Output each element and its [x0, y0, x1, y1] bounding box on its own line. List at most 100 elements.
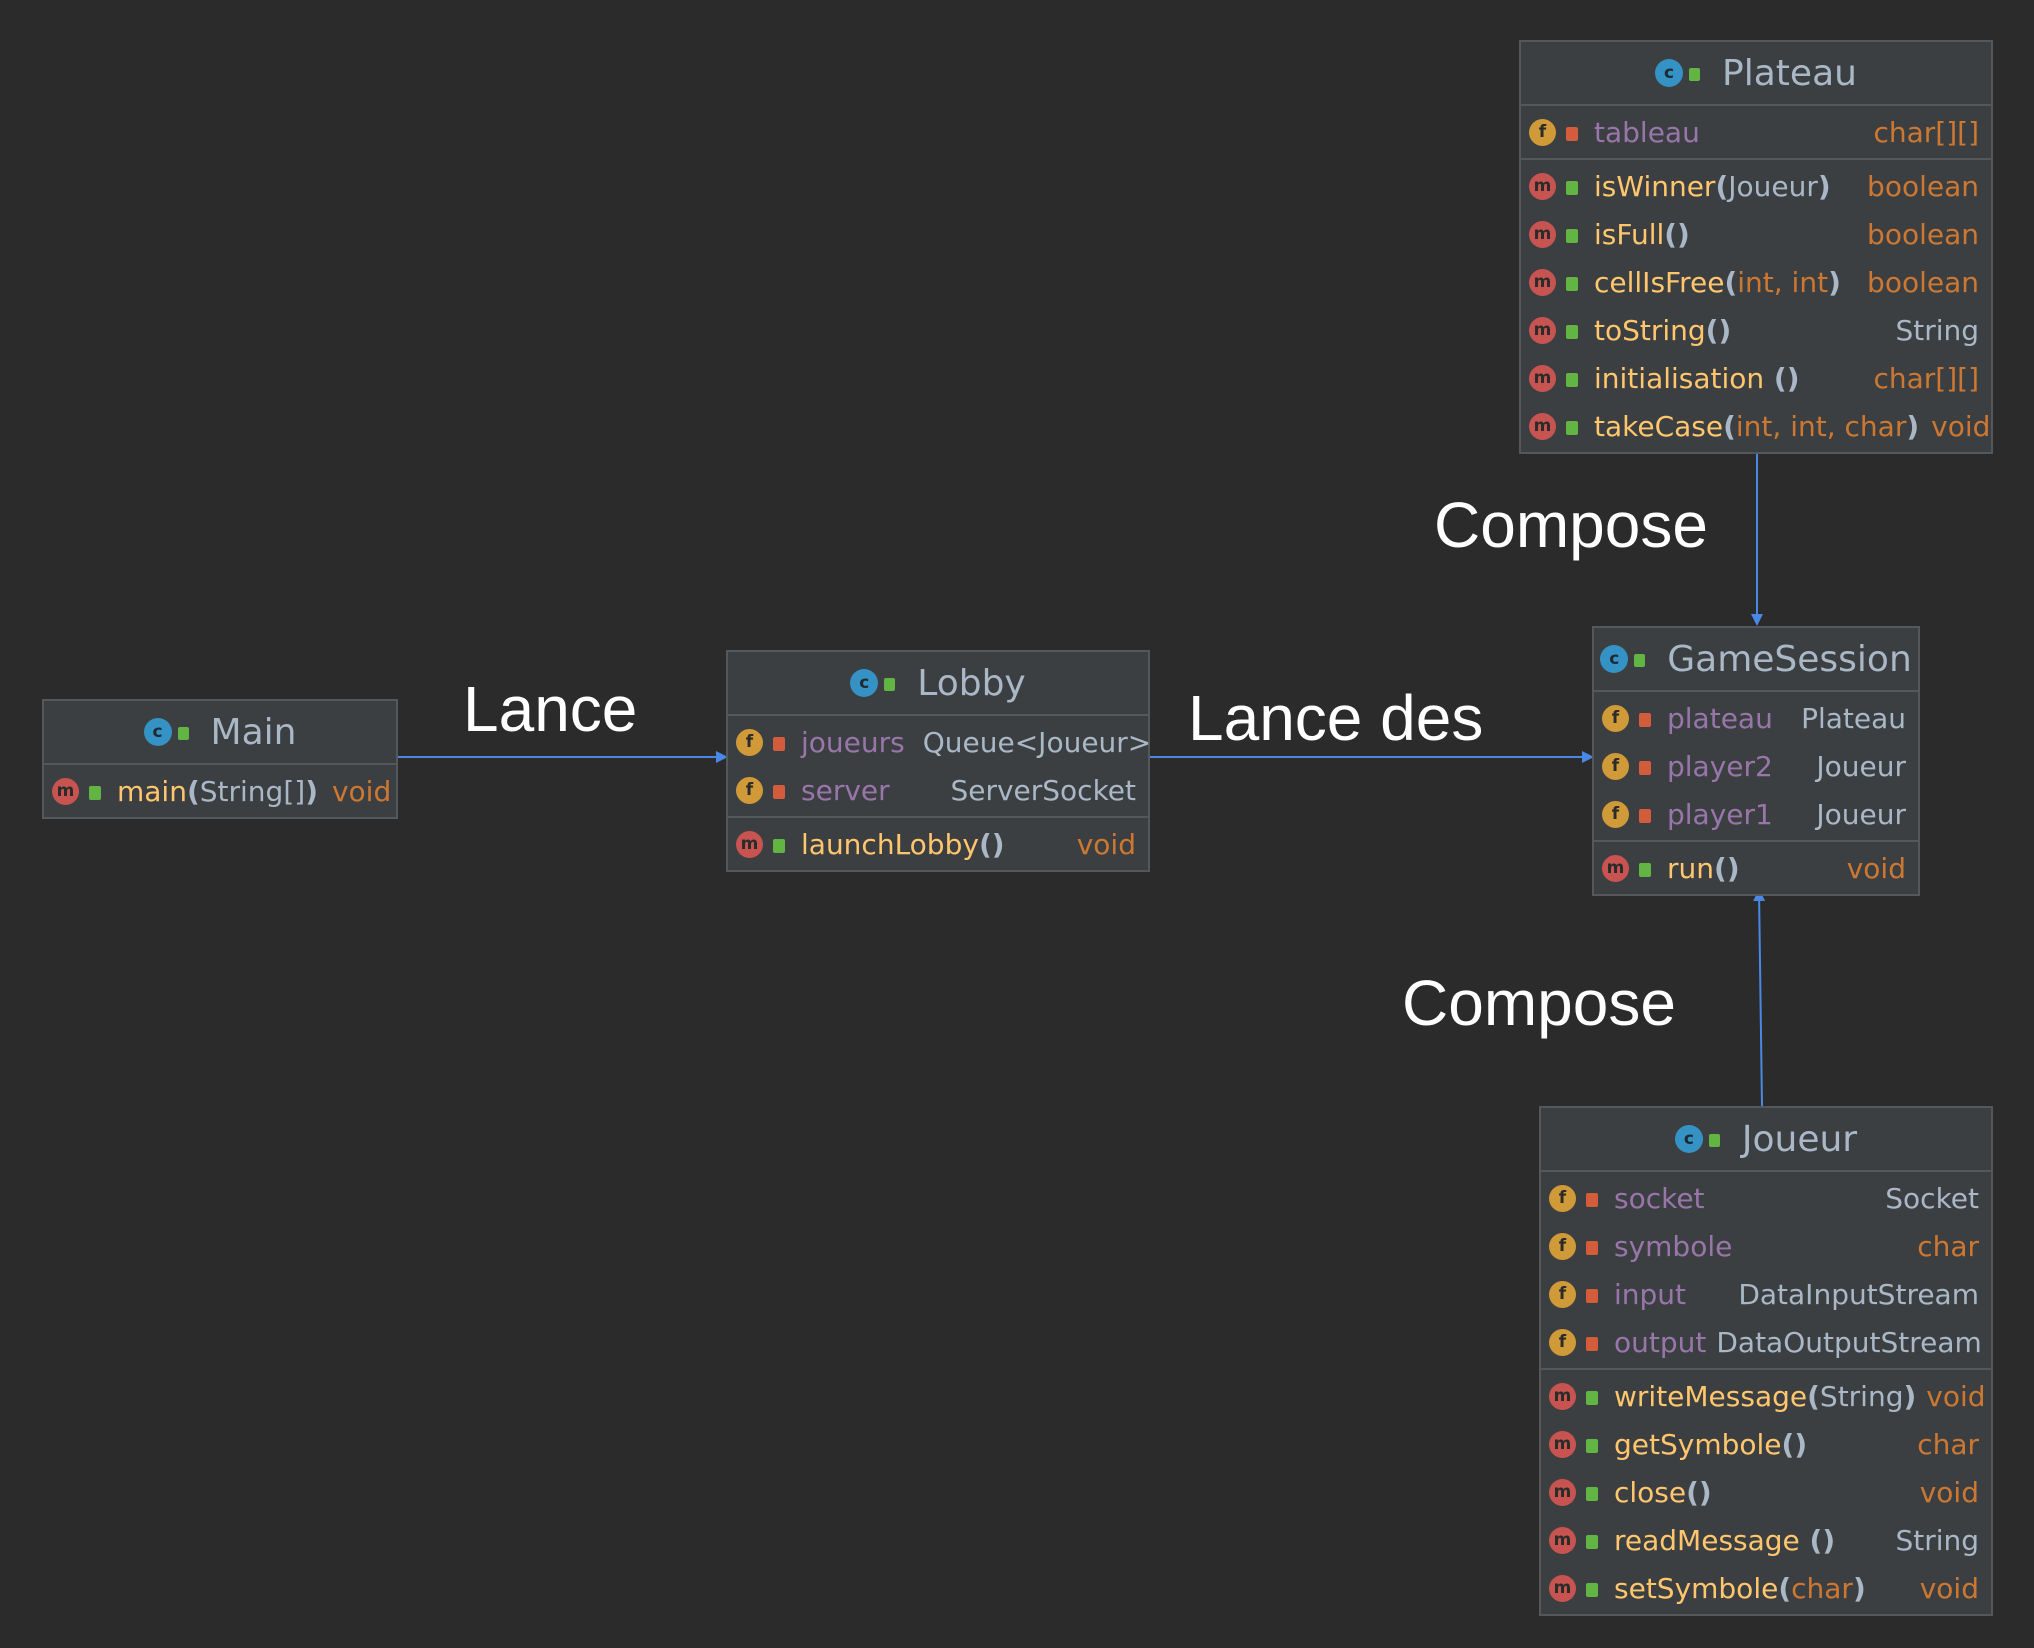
class-box-gamesession[interactable]: c GameSession f plateau Plateau f player…	[1592, 626, 1920, 896]
method-row[interactable]: m launchLobby() void	[728, 820, 1148, 868]
field-row[interactable]: f tableau char[][]	[1521, 108, 1991, 156]
field-icon: f	[1549, 1328, 1576, 1356]
method-row[interactable]: m isWinner(Joueur) boolean	[1521, 162, 1991, 210]
method-params: char	[1791, 1571, 1853, 1605]
class-box-plateau[interactable]: c Plateau f tableau char[][] m isWinner(…	[1519, 40, 1993, 454]
methods-section: m writeMessage(String) void m getSymbole…	[1541, 1370, 1991, 1614]
private-visibility-icon	[1586, 1337, 1598, 1351]
field-row[interactable]: f player2 Joueur	[1594, 742, 1918, 790]
field-type: Queue<Joueur>	[922, 725, 1152, 759]
method-row[interactable]: m toString() String	[1521, 306, 1991, 354]
return-type: boolean	[1867, 265, 1979, 299]
public-visibility-icon	[1586, 1391, 1598, 1405]
method-row[interactable]: m readMessage () String	[1541, 1516, 1991, 1564]
fields-section: f socket Socket f symbole char f input D…	[1541, 1172, 1991, 1370]
return-type: boolean	[1867, 169, 1979, 203]
public-visibility-icon	[1566, 181, 1578, 195]
field-type: ServerSocket	[950, 773, 1136, 807]
method-icon: m	[1549, 1574, 1576, 1602]
private-visibility-icon	[1586, 1289, 1598, 1303]
field-row[interactable]: f player1 Joueur	[1594, 790, 1918, 838]
field-row[interactable]: f server ServerSocket	[728, 766, 1148, 814]
public-visibility-icon	[1586, 1535, 1598, 1549]
method-row[interactable]: m setSymbole(char) void	[1541, 1564, 1991, 1612]
method-params: String	[1819, 1379, 1904, 1413]
method-name: getSymbole	[1614, 1427, 1782, 1461]
method-row[interactable]: m getSymbole() char	[1541, 1420, 1991, 1468]
method-icon: m	[1549, 1382, 1576, 1410]
field-row[interactable]: f output DataOutputStream	[1541, 1318, 1991, 1366]
field-row[interactable]: f input DataInputStream	[1541, 1270, 1991, 1318]
public-visibility-icon	[177, 726, 189, 740]
private-visibility-icon	[1639, 809, 1651, 823]
field-name: symbole	[1614, 1229, 1733, 1263]
method-icon: m	[736, 830, 763, 858]
method-name: launchLobby	[801, 827, 979, 861]
method-row[interactable]: m close() void	[1541, 1468, 1991, 1516]
method-row[interactable]: m writeMessage(String) void	[1541, 1372, 1991, 1420]
public-visibility-icon	[884, 677, 896, 691]
private-visibility-icon	[1566, 127, 1578, 141]
field-type: Socket	[1885, 1181, 1979, 1215]
method-params: String[]	[199, 774, 306, 808]
method-row[interactable]: m main(String[]) void	[44, 767, 396, 815]
return-type: void	[1919, 1571, 1979, 1605]
method-name: readMessage	[1614, 1523, 1800, 1557]
field-icon: f	[1602, 704, 1629, 732]
class-icon: c	[850, 669, 879, 697]
method-name: initialisation	[1594, 361, 1765, 395]
method-row[interactable]: m takeCase(int, int, char) void	[1521, 402, 1991, 450]
field-row[interactable]: f joueurs Queue<Joueur>	[728, 718, 1151, 766]
method-params: Joueur	[1728, 169, 1818, 203]
field-row[interactable]: f socket Socket	[1541, 1174, 1991, 1222]
class-box-main[interactable]: c Main m main(String[]) void	[42, 699, 398, 819]
method-row[interactable]: m isFull() boolean	[1521, 210, 1991, 258]
public-visibility-icon	[773, 839, 785, 853]
method-name: setSymbole	[1614, 1571, 1779, 1605]
method-name: writeMessage	[1614, 1379, 1808, 1413]
methods-section: m launchLobby() void	[728, 818, 1148, 870]
return-type: char[][]	[1873, 361, 1979, 395]
private-visibility-icon	[773, 785, 785, 799]
method-row[interactable]: m run() void	[1594, 844, 1918, 892]
field-row[interactable]: f symbole char	[1541, 1222, 1991, 1270]
methods-section: m isWinner(Joueur) boolean m isFull() bo…	[1521, 160, 1991, 452]
method-icon: m	[1529, 316, 1556, 344]
relation-label-main-lobby: Lance	[463, 673, 638, 745]
method-name: takeCase	[1594, 409, 1724, 443]
fields-section: f plateau Plateau f player2 Joueur f pla…	[1594, 692, 1918, 842]
method-name: toString	[1594, 313, 1706, 347]
method-icon: m	[1529, 268, 1556, 296]
method-icon: m	[1529, 412, 1556, 440]
return-type: boolean	[1867, 217, 1979, 251]
private-visibility-icon	[1586, 1193, 1598, 1207]
private-visibility-icon	[1639, 761, 1651, 775]
class-box-joueur[interactable]: c Joueur f socket Socket f symbole char …	[1539, 1106, 1993, 1616]
method-name: isWinner	[1594, 169, 1716, 203]
method-icon: m	[1529, 364, 1556, 392]
method-name: close	[1614, 1475, 1687, 1509]
return-type: String	[1895, 313, 1979, 347]
public-visibility-icon	[1639, 863, 1651, 877]
method-row[interactable]: m initialisation () char[][]	[1521, 354, 1991, 402]
relation-label-lobby-gamesession: Lance des	[1188, 682, 1484, 754]
relation-label-plateau-gamesession: Compose	[1434, 489, 1708, 561]
method-name: isFull	[1594, 217, 1665, 251]
method-icon: m	[1602, 854, 1629, 882]
field-name: player2	[1667, 749, 1773, 783]
return-type: void	[1926, 1379, 1986, 1413]
class-name: Lobby	[917, 662, 1026, 704]
class-box-lobby[interactable]: c Lobby f joueurs Queue<Joueur> f server…	[726, 650, 1151, 872]
field-icon: f	[1549, 1184, 1576, 1212]
field-row[interactable]: f plateau Plateau	[1594, 694, 1918, 742]
field-type: DataOutputStream	[1716, 1325, 1982, 1359]
field-icon: f	[1602, 752, 1629, 780]
class-header: c Plateau	[1521, 42, 1991, 106]
field-type: Joueur	[1816, 797, 1906, 831]
method-row[interactable]: m cellIsFree(int, int) boolean	[1521, 258, 1991, 306]
return-type: char	[1917, 1427, 1979, 1461]
class-header: c GameSession	[1594, 628, 1918, 692]
field-name: tableau	[1594, 115, 1700, 149]
method-icon: m	[1549, 1478, 1576, 1506]
